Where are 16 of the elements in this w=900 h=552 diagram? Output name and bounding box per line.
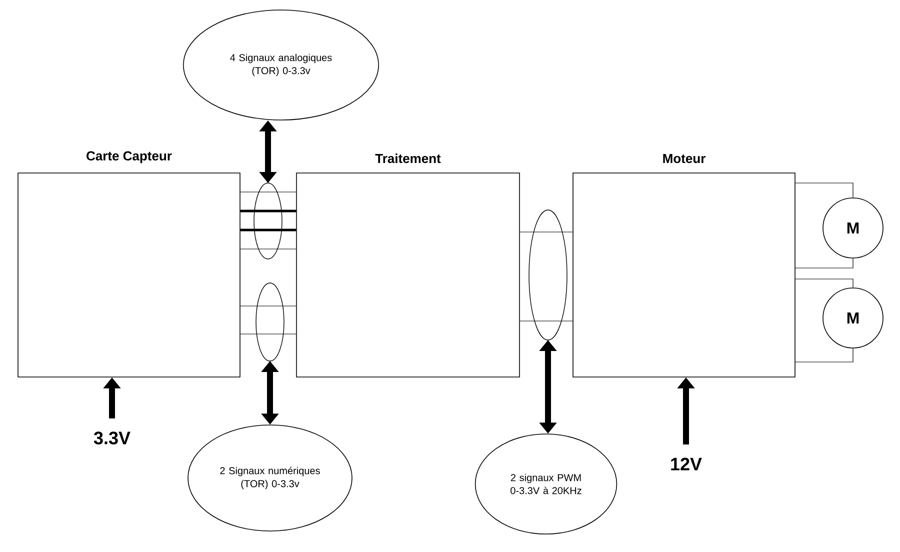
wire xyxy=(240,210,296,212)
node-label: Traitement xyxy=(375,154,441,164)
node-label: Moteur xyxy=(663,154,706,164)
wire xyxy=(520,320,573,322)
block-box: Moteur xyxy=(572,154,796,378)
block-box: Traitement xyxy=(296,154,520,378)
wire xyxy=(795,348,854,362)
wire xyxy=(795,258,854,268)
wire xyxy=(240,248,296,250)
wire xyxy=(795,278,854,288)
node-label: Carte Capteur xyxy=(86,151,172,164)
voltage-label: 12V xyxy=(671,458,702,470)
wire xyxy=(795,182,854,198)
voltage-label: 3.3V xyxy=(94,432,130,444)
block-box: Carte Capteur xyxy=(18,151,240,378)
wire xyxy=(240,228,296,232)
